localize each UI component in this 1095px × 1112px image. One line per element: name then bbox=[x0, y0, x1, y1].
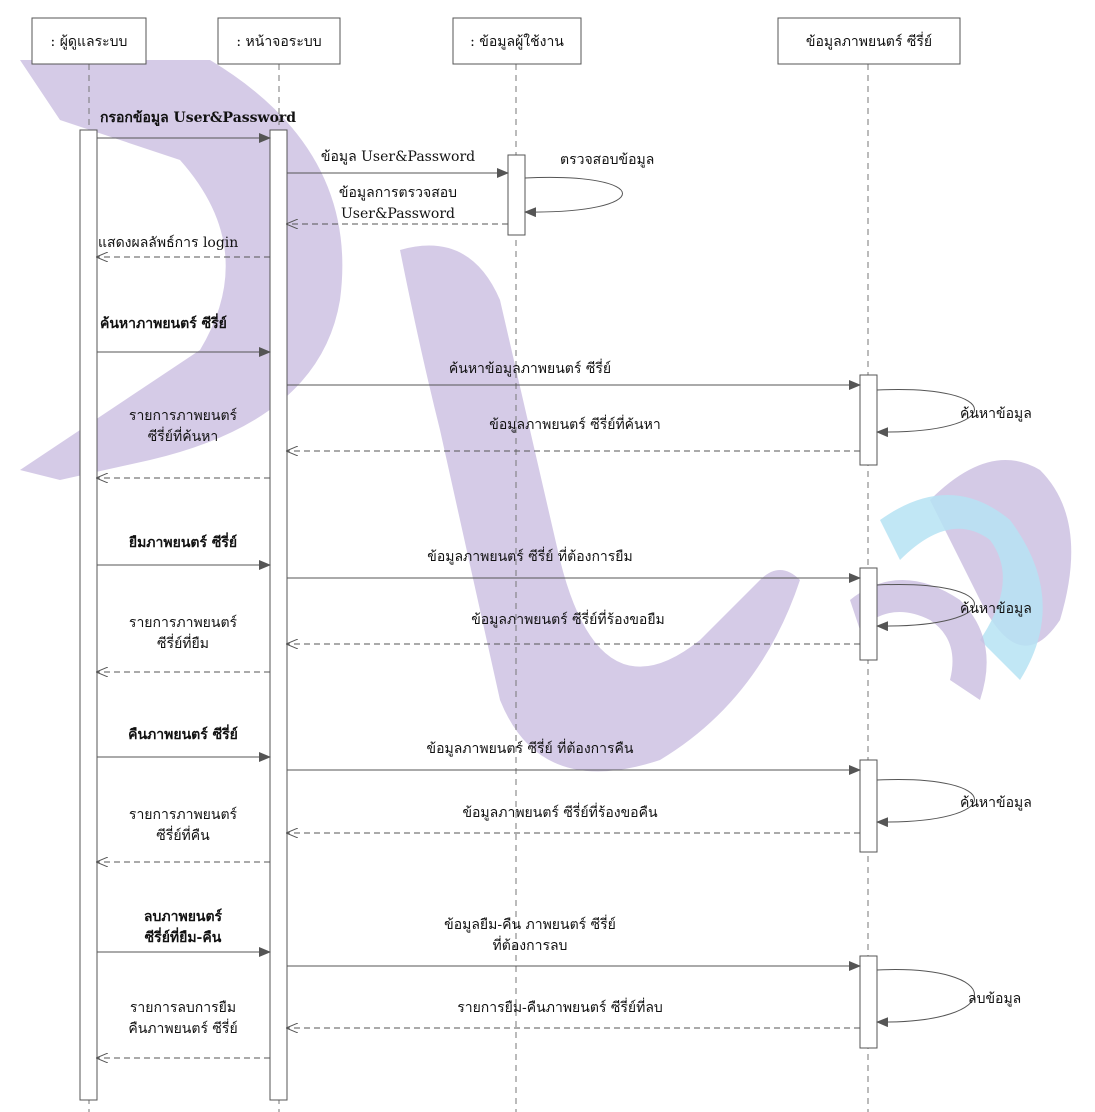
message-return: รายการภาพยนตร์ซีรี่ย์ที่ค้นหา bbox=[97, 407, 270, 478]
activation-bar-screen bbox=[269, 129, 288, 1101]
message-label: รายการลบการยืม bbox=[130, 1000, 236, 1016]
message-label: ยืมภาพยนตร์ ซีรี่ย์ bbox=[129, 532, 237, 551]
message-sync: ลบภาพยนตร์ซีรี่ย์ที่ยืม-คืน bbox=[97, 908, 271, 957]
message-sync: ข้อมูล User&Password bbox=[287, 149, 509, 178]
message-label: ค้นหาภาพยนตร์ ซีรี่ย์ bbox=[100, 313, 227, 332]
message-label: ข้อมูลการตรวจสอบ bbox=[339, 185, 457, 201]
message-label: ซีรี่ย์ที่คืน bbox=[156, 826, 210, 844]
lifeline-label-moviedata: ข้อมูลภาพยนตร์ ซีรี่ย์ bbox=[806, 32, 932, 50]
message-label: ตรวจสอบข้อมูล bbox=[560, 152, 654, 168]
self-call-arrow bbox=[876, 389, 975, 438]
message-label: ข้อมูลภาพยนตร์ ซีรี่ย์ ที่ต้องการคืน bbox=[427, 739, 634, 757]
self-call-arrow bbox=[876, 969, 975, 1028]
message-sync: คืนภาพยนตร์ ซีรี่ย์ bbox=[97, 724, 271, 762]
message-label: ข้อมูลภาพยนตร์ ซีรี่ย์ที่ค้นหา bbox=[489, 415, 660, 433]
message-sync: ค้นหาภาพยนตร์ ซีรี่ย์ bbox=[97, 313, 271, 357]
message-return: ข้อมูลภาพยนตร์ ซีรี่ย์ที่ค้นหา bbox=[287, 415, 860, 451]
activation-bar-moviedata bbox=[859, 567, 878, 661]
message-return: รายการลบการยืมคืนภาพยนตร์ ซีรี่ย์ bbox=[97, 1000, 270, 1058]
message-label: ข้อมูลภาพยนตร์ ซีรี่ย์ที่ร้องขอยืม bbox=[471, 610, 665, 628]
message-label: ข้อมูลภาพยนตร์ ซีรี่ย์ ที่ต้องการยืม bbox=[427, 547, 632, 565]
message-label: รายการยืม-คืนภาพยนตร์ ซีรี่ย์ที่ลบ bbox=[457, 998, 663, 1016]
message-sync: ค้นหาข้อมูลภาพยนตร์ ซีรี่ย์ bbox=[287, 359, 861, 390]
message-sync: กรอกข้อมูล User&Password bbox=[97, 110, 296, 143]
message-return: แสดงผลลัพธ์การ login bbox=[97, 234, 270, 257]
message-label: ลบภาพยนตร์ bbox=[144, 908, 223, 925]
message-self: ตรวจสอบข้อมูล bbox=[524, 152, 654, 218]
message-label: ค้นหาข้อมูลภาพยนตร์ ซีรี่ย์ bbox=[449, 359, 611, 377]
lifeline-label-screen: : หน้าจอระบบ bbox=[236, 34, 321, 50]
message-label: ค้นหาข้อมูล bbox=[960, 795, 1032, 811]
message-label: รายการภาพยนตร์ bbox=[129, 806, 238, 823]
message-sync: ยืมภาพยนตร์ ซีรี่ย์ bbox=[97, 532, 271, 570]
lifeline-box-moviedata bbox=[777, 17, 961, 65]
message-label: ข้อมูลภาพยนตร์ ซีรี่ย์ที่ร้องขอคืน bbox=[462, 803, 658, 821]
message-return: รายการภาพยนตร์ซีรี่ย์ที่คืน bbox=[97, 806, 270, 862]
activation-bar-userdata bbox=[507, 154, 526, 236]
self-call-arrow bbox=[876, 583, 975, 632]
message-return: รายการยืม-คืนภาพยนตร์ ซีรี่ย์ที่ลบ bbox=[287, 998, 860, 1028]
message-label: รายการภาพยนตร์ bbox=[129, 407, 238, 424]
message-label: ข้อมูล User&Password bbox=[321, 149, 475, 165]
message-label: ซีรี่ย์ที่ค้นหา bbox=[148, 427, 218, 445]
message-label: ซีรี่ย์ที่ยืม-คืน bbox=[145, 927, 222, 946]
message-return: รายการภาพยนตร์ซีรี่ย์ที่ยืม bbox=[97, 614, 270, 672]
message-return: ข้อมูลภาพยนตร์ ซีรี่ย์ที่ร้องขอยืม bbox=[287, 610, 860, 644]
message-return: ข้อมูลการตรวจสอบ User&Password bbox=[287, 185, 508, 224]
message-label: กรอกข้อมูล User&Password bbox=[100, 110, 296, 126]
lifeline-box-admin bbox=[31, 17, 147, 65]
message-label: ที่ต้องการลบ bbox=[493, 936, 568, 954]
message-sync: ข้อมูลภาพยนตร์ ซีรี่ย์ ที่ต้องการยืม bbox=[287, 547, 861, 583]
message-label: ค้นหาข้อมูล bbox=[960, 406, 1032, 422]
lifeline-box-userdata bbox=[452, 17, 582, 65]
message-label: ซีรี่ย์ที่ยืม bbox=[157, 634, 209, 652]
message-label: รายการภาพยนตร์ bbox=[129, 614, 238, 631]
activation-bar-moviedata bbox=[859, 374, 878, 466]
self-call-arrow bbox=[524, 176, 623, 218]
message-label: แสดงผลลัพธ์การ login bbox=[98, 234, 238, 251]
message-label: User&Password bbox=[341, 206, 455, 222]
message-return: ข้อมูลภาพยนตร์ ซีรี่ย์ที่ร้องขอคืน bbox=[287, 803, 860, 833]
message-self: ค้นหาข้อมูล bbox=[876, 389, 1032, 438]
lifeline-label-userdata: : ข้อมูลผู้ใช้งาน bbox=[470, 33, 564, 50]
message-label: ข้อมูลยืม-คืน ภาพยนตร์ ซีรี่ย์ bbox=[444, 915, 616, 933]
activation-bars bbox=[79, 129, 878, 1101]
lifeline-label-admin: : ผู้ดูแลระบบ bbox=[51, 34, 128, 50]
message-self: ค้นหาข้อมูล bbox=[876, 583, 1032, 632]
message-label: คืนภาพยนตร์ ซีรี่ย์ bbox=[128, 1019, 237, 1037]
activation-bar-moviedata bbox=[859, 955, 878, 1049]
message-label: คืนภาพยนตร์ ซีรี่ย์ bbox=[128, 724, 238, 743]
lifeline-box-screen bbox=[217, 17, 341, 65]
activation-bar-admin bbox=[79, 129, 98, 1101]
message-self: ลบข้อมูล bbox=[876, 969, 1021, 1028]
message-label: ค้นหาข้อมูล bbox=[960, 601, 1032, 617]
activation-bar-moviedata bbox=[859, 759, 878, 853]
message-label: ลบข้อมูล bbox=[968, 991, 1021, 1007]
message-sync: ข้อมูลยืม-คืน ภาพยนตร์ ซีรี่ย์ที่ต้องการ… bbox=[287, 915, 861, 971]
messages: กรอกข้อมูล User&Password ข้อมูล User&Pass… bbox=[97, 110, 1032, 1058]
message-self: ค้นหาข้อมูล bbox=[876, 779, 1032, 828]
self-call-arrow bbox=[876, 779, 975, 828]
message-sync: ข้อมูลภาพยนตร์ ซีรี่ย์ ที่ต้องการคืน bbox=[287, 739, 861, 775]
